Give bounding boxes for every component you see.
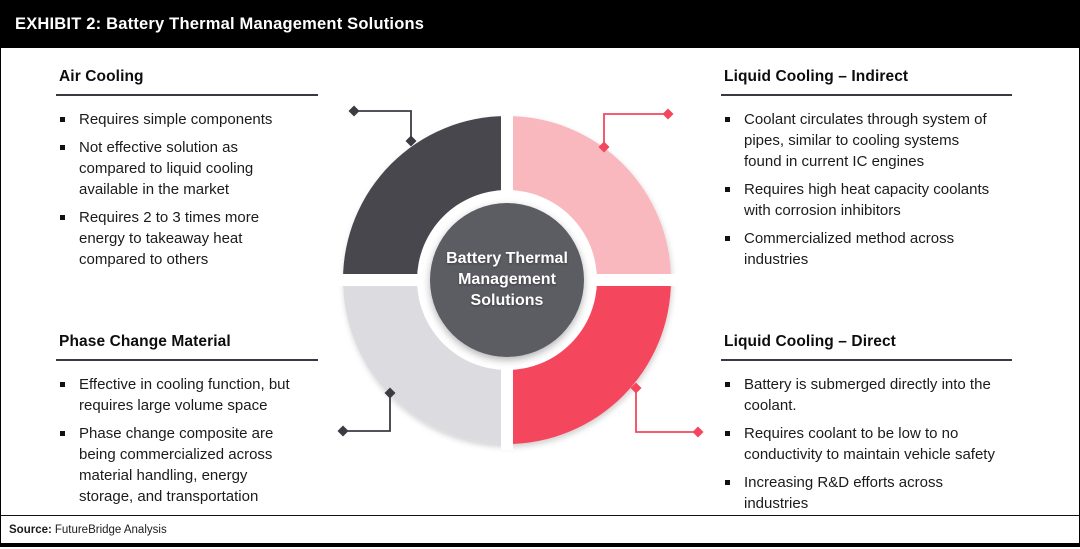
exhibit-body: Battery Thermal Management Solutions Air… (0, 48, 1080, 516)
list-item: Commercialized method across industries (721, 228, 1012, 270)
diamond-endpoint-icon (348, 105, 360, 117)
exhibit-title: EXHIBIT 2: Battery Thermal Management So… (15, 14, 425, 33)
section-title: Phase Change Material (56, 333, 318, 361)
connector-liquid-direct (630, 382, 704, 438)
bullet-square-icon (60, 215, 65, 220)
list-item: Requires 2 to 3 times more energy to tak… (56, 207, 318, 270)
section-liquid-indirect: Liquid Cooling – Indirect Coolant circul… (721, 68, 1012, 277)
connector-phase-change (337, 387, 396, 437)
list-item: Phase change composite are being commerc… (56, 423, 318, 507)
diamond-rim-icon (405, 135, 417, 147)
diamond-endpoint-icon (662, 108, 674, 120)
bullet-text: Requires simple components (79, 111, 273, 128)
connector-air-cooling (348, 105, 417, 147)
bullet-square-icon (725, 480, 730, 485)
bullet-square-icon (60, 145, 65, 150)
diamond-rim-icon (384, 387, 396, 399)
bottom-rule (0, 543, 1080, 547)
list-item: Requires high heat capacity coolants wit… (721, 179, 1012, 221)
source-label: Source: (9, 524, 52, 536)
bullet-square-icon (725, 236, 730, 241)
bullet-list: Effective in cooling function, but requi… (56, 374, 318, 507)
exhibit-header: EXHIBIT 2: Battery Thermal Management So… (0, 0, 1080, 48)
bullet-square-icon (60, 382, 65, 387)
list-item: Not effective solution as compared to li… (56, 137, 318, 200)
bullet-text: Battery is submerged directly into the c… (744, 376, 991, 414)
bullet-text: Commercialized method across industries (744, 230, 955, 268)
bullet-square-icon (725, 382, 730, 387)
connector-line (343, 393, 391, 432)
section-title: Liquid Cooling – Indirect (721, 68, 1012, 96)
list-item: Increasing R&D efforts across industries (721, 472, 1012, 514)
bullet-text: Not effective solution as compared to li… (79, 139, 254, 198)
diamond-rim-icon (630, 382, 642, 394)
bullet-square-icon (60, 117, 65, 122)
bullet-square-icon (725, 117, 730, 122)
bullet-list: Coolant circulates through system of pip… (721, 109, 1012, 270)
list-item: Requires simple components (56, 109, 318, 130)
connector-line (603, 113, 668, 147)
source-row: Source:FutureBridge Analysis (0, 516, 1080, 543)
bullet-text: Requires coolant to be low to no conduct… (744, 425, 995, 463)
donut-diagram (337, 105, 704, 450)
center-hub-label: Battery Thermal Management Solutions (446, 250, 568, 309)
bullet-list: Battery is submerged directly into the c… (721, 374, 1012, 514)
bullet-list: Requires simple components Not effective… (56, 109, 318, 270)
section-air-cooling: Air Cooling Requires simple components N… (56, 68, 318, 277)
section-phase-change: Phase Change Material Effective in cooli… (56, 333, 318, 514)
bullet-square-icon (725, 431, 730, 436)
diamond-endpoint-icon (692, 426, 704, 438)
bullet-text: Coolant circulates through system of pip… (744, 111, 987, 170)
connector-line (635, 388, 698, 433)
list-item: Coolant circulates through system of pip… (721, 109, 1012, 172)
center-hub-circle (430, 203, 584, 357)
list-item: Requires coolant to be low to no conduct… (721, 423, 1012, 465)
bullet-text: Requires 2 to 3 times more energy to tak… (79, 209, 260, 268)
list-item: Battery is submerged directly into the c… (721, 374, 1012, 416)
source-text: FutureBridge Analysis (54, 524, 167, 536)
connector-line (354, 110, 412, 141)
bullet-text: Requires high heat capacity coolants wit… (744, 181, 990, 219)
list-item: Effective in cooling function, but requi… (56, 374, 318, 416)
connector-liquid-indirect (598, 108, 674, 153)
section-title: Liquid Cooling – Direct (721, 333, 1012, 361)
bullet-text: Effective in cooling function, but requi… (79, 376, 290, 414)
diamond-endpoint-icon (337, 425, 349, 437)
bullet-text: Phase change composite are being commerc… (79, 425, 274, 505)
bullet-square-icon (725, 187, 730, 192)
bullet-square-icon (60, 431, 65, 436)
bullet-text: Increasing R&D efforts across industries (744, 474, 943, 512)
diamond-rim-icon (598, 141, 610, 153)
section-title: Air Cooling (56, 68, 318, 96)
section-liquid-direct: Liquid Cooling – Direct Battery is subme… (721, 333, 1012, 521)
